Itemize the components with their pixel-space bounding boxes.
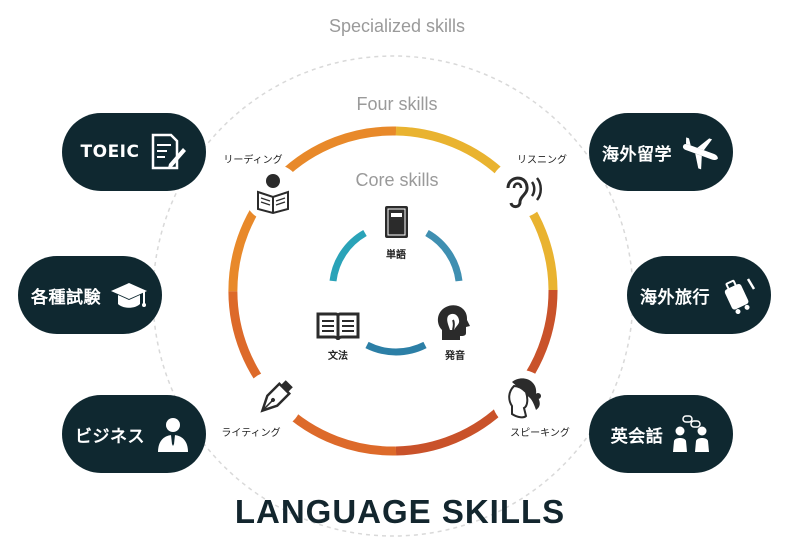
- reading-bubble: [244, 164, 302, 222]
- head-profile-icon: [437, 305, 470, 340]
- main-title: LANGUAGE SKILLS: [234, 493, 566, 530]
- travel-label: 海外旅行: [640, 287, 710, 308]
- four-skills-label: Four skills: [356, 94, 438, 114]
- specialized-skills-label: Specialized skills: [328, 16, 466, 36]
- core-arc-top-right: [425, 229, 463, 282]
- pronunciation-label: 発音: [445, 351, 465, 362]
- graduation-cap-icon: [111, 283, 147, 308]
- airplane-icon: [682, 137, 718, 170]
- speaking-label: スピーキング: [510, 428, 570, 439]
- core-arc-top-left: [329, 229, 367, 282]
- ear-icon: [506, 176, 542, 209]
- test-sheet-pen-icon: [152, 133, 187, 170]
- study-abroad-label: 海外留学: [602, 144, 672, 165]
- toeic-pill: TOEIC: [62, 113, 206, 191]
- talking-people-icon: [673, 415, 710, 452]
- study-abroad-pill: 海外留学: [589, 113, 733, 191]
- conversation-pill: 英会話: [589, 395, 733, 473]
- writing-bubble: [244, 371, 302, 429]
- listening-bubble: [490, 160, 548, 218]
- travel-pill: 海外旅行: [627, 256, 771, 334]
- toeic-label: TOEIC: [80, 142, 140, 162]
- notebook-icon: [385, 206, 408, 238]
- exams-pill: 各種試験: [18, 256, 162, 334]
- listening-label: リスニング: [517, 155, 567, 166]
- core-skills-label: Core skills: [355, 170, 439, 190]
- open-book-icon: [316, 312, 360, 341]
- exams-label: 各種試験: [31, 287, 101, 308]
- core-arc-bottom: [365, 341, 427, 356]
- reading-label: リーディング: [223, 155, 283, 166]
- luggage-icon: [724, 278, 756, 315]
- conversation-label: 英会話: [610, 426, 664, 447]
- vocabulary-label: 単語: [386, 250, 406, 261]
- businessman-icon: [158, 418, 188, 452]
- speaking-bubble: [492, 370, 550, 428]
- business-label: ビジネス: [75, 426, 145, 447]
- core-skills-ring: [329, 229, 463, 356]
- writing-label: ライティング: [221, 428, 281, 439]
- speaking-woman-icon: [508, 378, 541, 419]
- grammar-label: 文法: [328, 351, 348, 362]
- business-pill: ビジネス: [62, 395, 206, 473]
- fountain-pen-icon: [260, 380, 293, 413]
- reading-person-icon: [257, 174, 289, 215]
